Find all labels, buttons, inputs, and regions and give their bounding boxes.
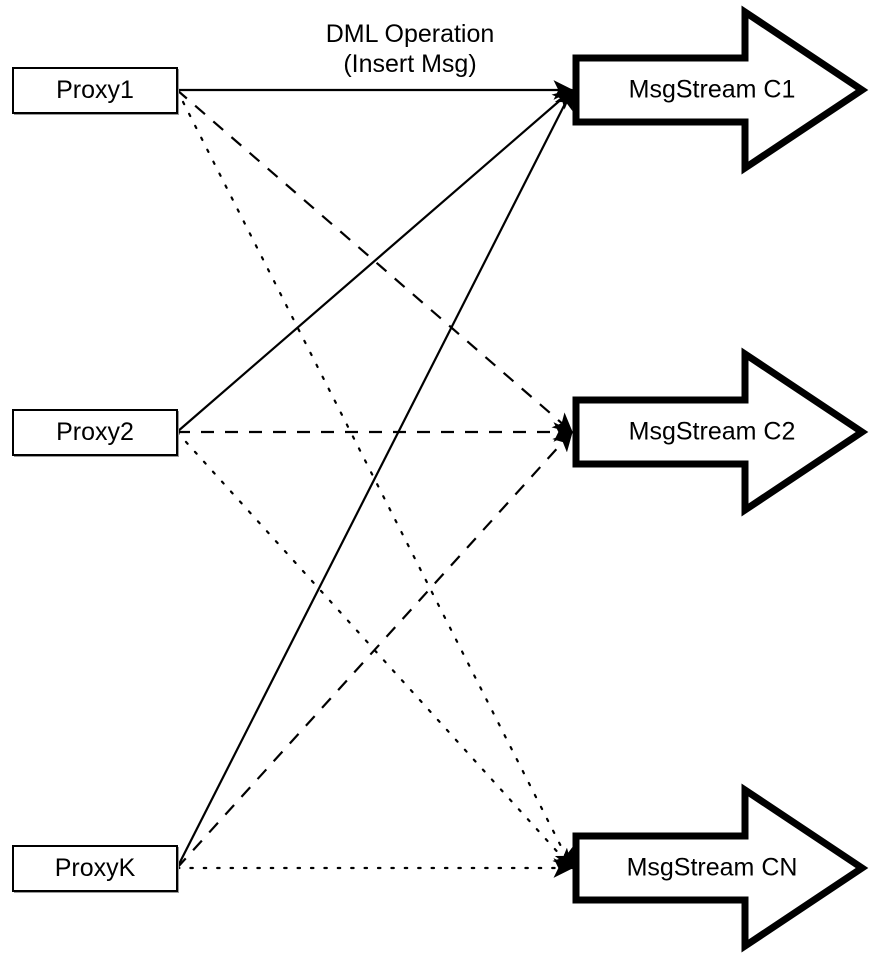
stream-node-msgstream-c2[interactable]: MsgStream C2 bbox=[572, 347, 869, 517]
proxy-label: ProxyK bbox=[55, 854, 136, 882]
stream-arrow-shape bbox=[572, 347, 869, 517]
links-layer bbox=[175, 80, 574, 878]
link-proxy1-to-c2 bbox=[176, 89, 573, 433]
annotation-dml-operation-label: DML Operation(Insert Msg) bbox=[326, 20, 495, 78]
stream-arrow-shape bbox=[572, 783, 869, 953]
annotation-line-2: (Insert Msg) bbox=[343, 50, 476, 78]
proxy-label: Proxy1 bbox=[56, 76, 134, 104]
annotation-line-1: DML Operation bbox=[326, 20, 495, 48]
proxy-node-proxy1[interactable]: Proxy1 bbox=[12, 67, 179, 115]
stream-arrow-shape bbox=[572, 5, 869, 175]
stream-label: MsgStream C2 bbox=[629, 418, 796, 446]
proxy-node-proxy2[interactable]: Proxy2 bbox=[12, 409, 179, 457]
stream-node-msgstream-cn[interactable]: MsgStream CN bbox=[572, 783, 869, 953]
stream-node-msgstream-c1[interactable]: MsgStream C1 bbox=[572, 5, 869, 175]
proxy-label: Proxy2 bbox=[56, 418, 134, 446]
annotations-layer: DML Operation(Insert Msg) bbox=[326, 20, 495, 78]
streams-layer: MsgStream C1 MsgStream C2 MsgStream CN bbox=[572, 5, 869, 953]
proxy-box-outline bbox=[12, 409, 178, 456]
link-proxy2-to-c1 bbox=[176, 89, 573, 433]
proxy-box-outline bbox=[12, 845, 178, 892]
link-proxyk-to-c1 bbox=[176, 88, 573, 869]
stream-label: MsgStream CN bbox=[627, 854, 798, 882]
stream-label: MsgStream C1 bbox=[629, 76, 796, 104]
link-proxy2-to-cn bbox=[175, 430, 574, 870]
proxy-node-proxyk[interactable]: ProxyK bbox=[12, 845, 179, 893]
proxy-box-outline bbox=[12, 67, 178, 114]
